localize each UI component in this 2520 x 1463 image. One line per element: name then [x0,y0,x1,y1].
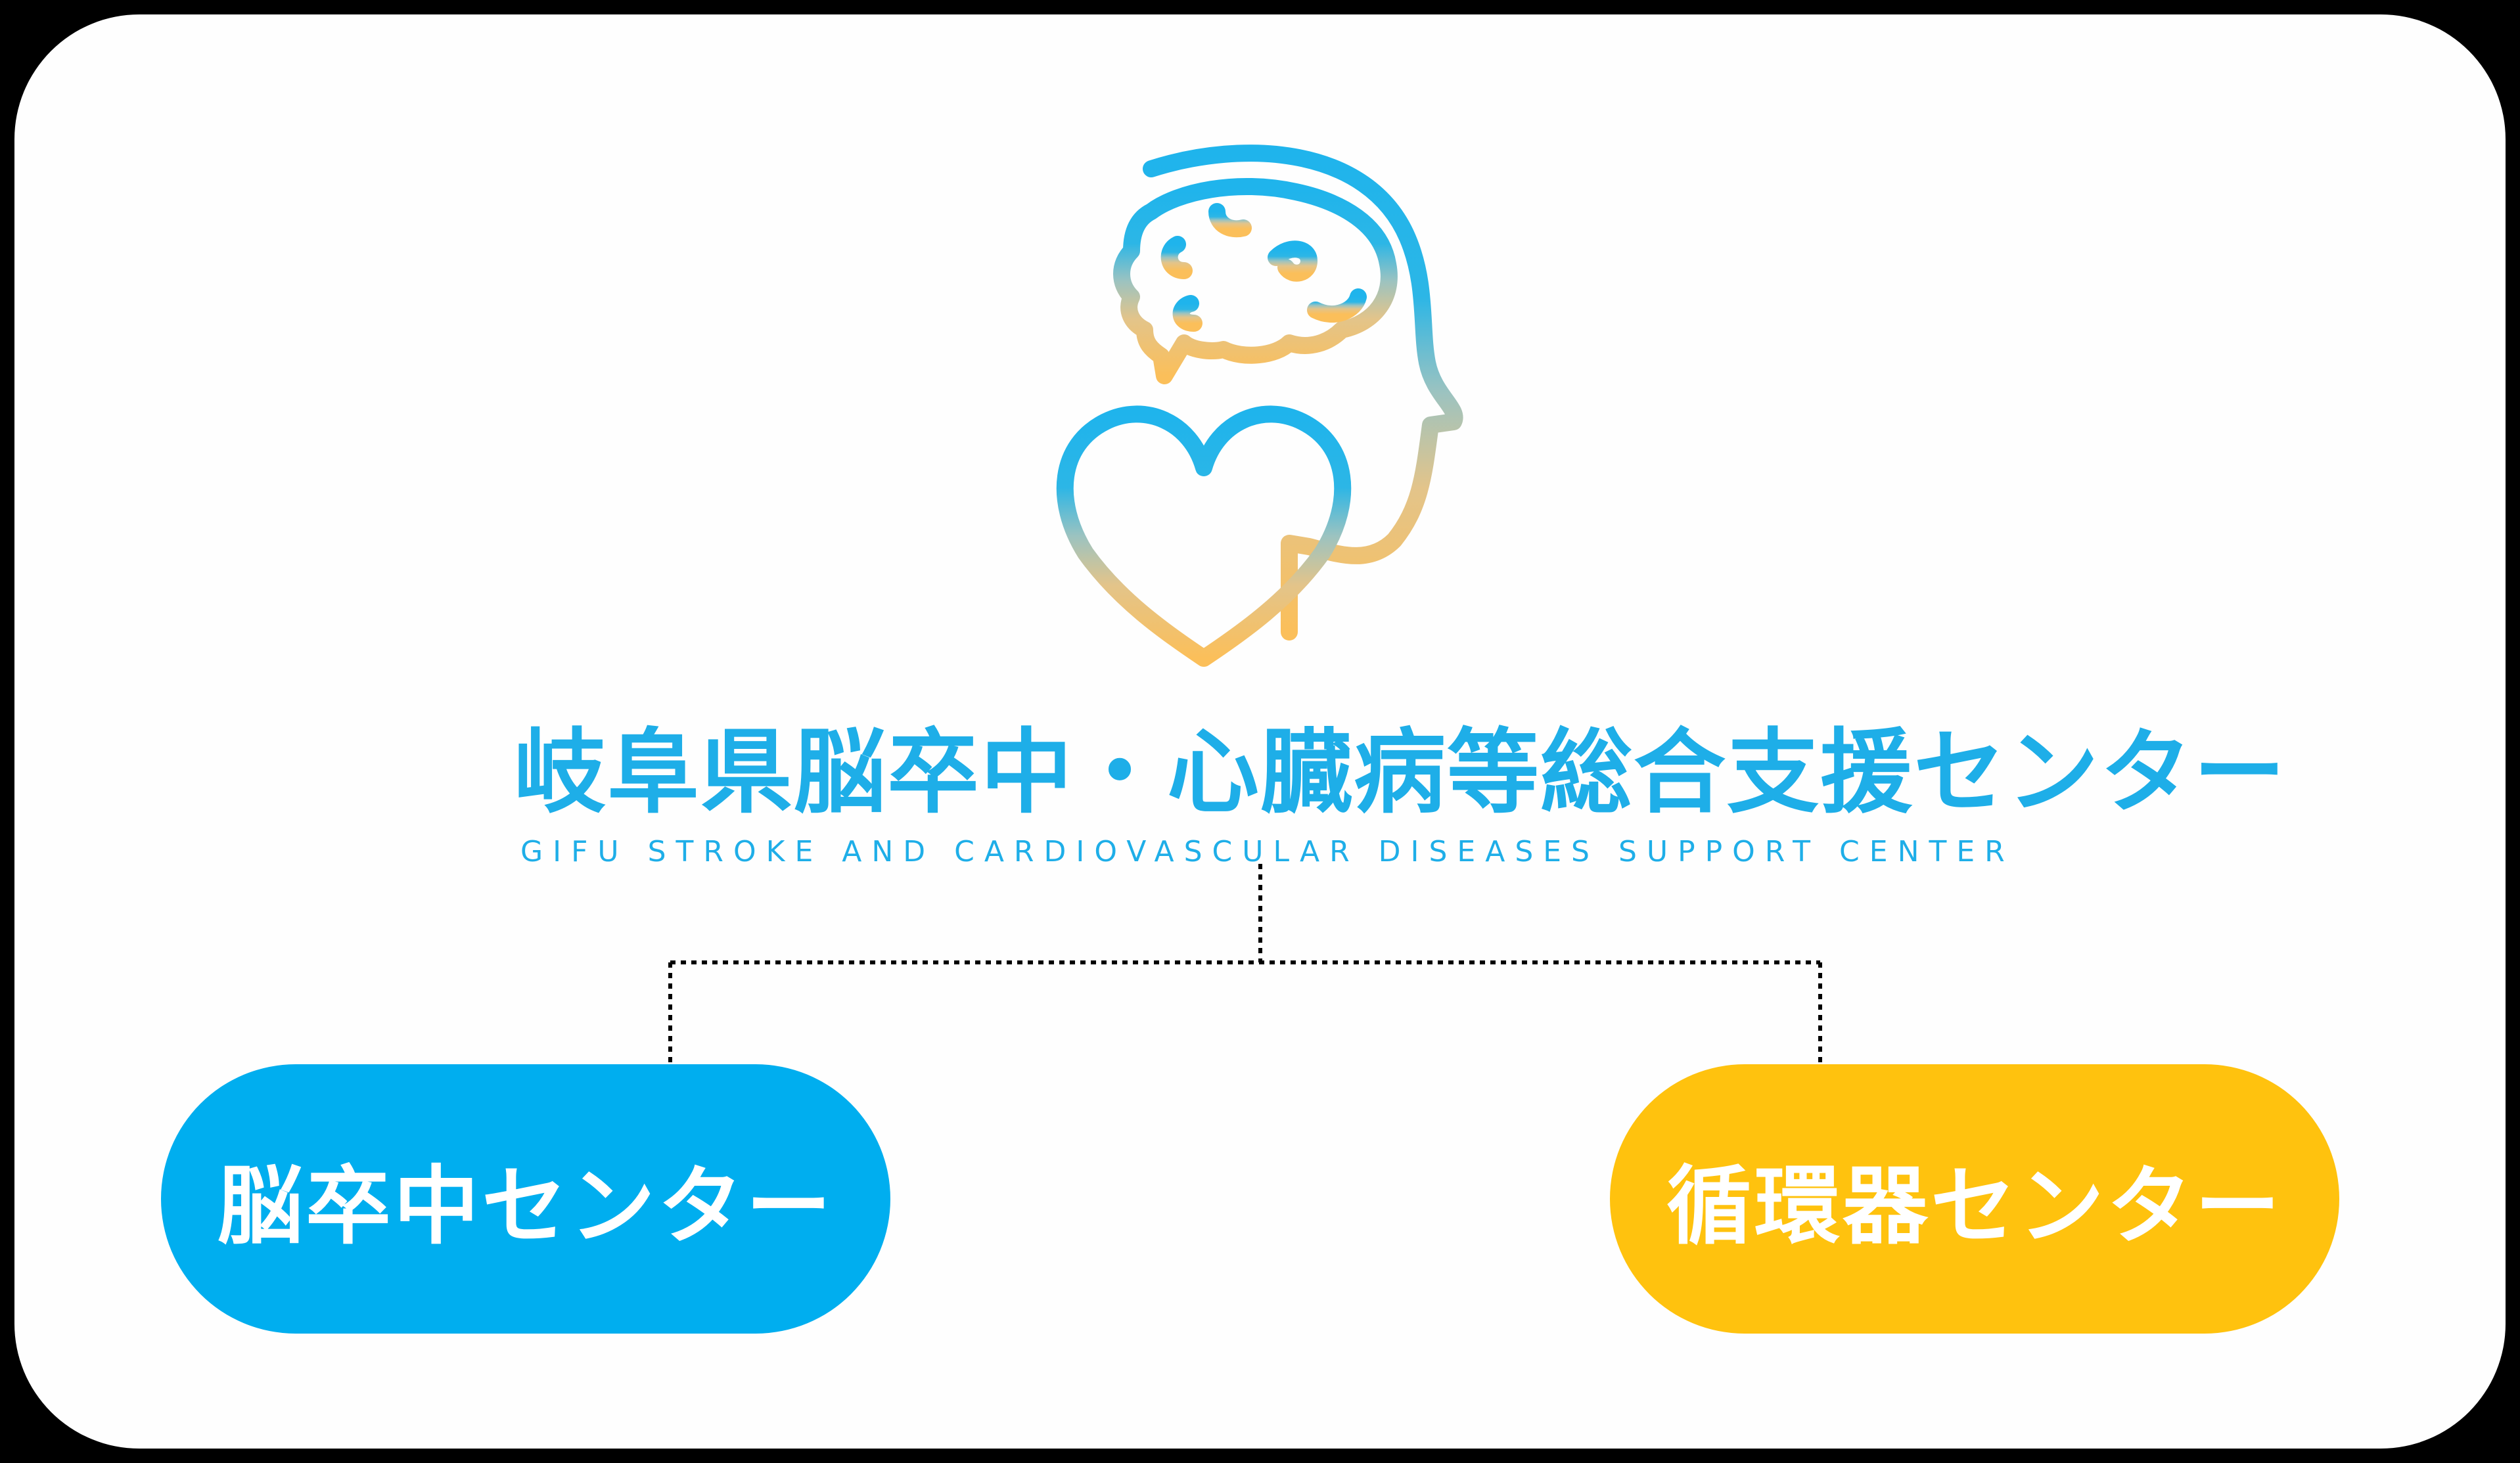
cardiovascular-center-node: 循環器センター [1610,1064,2339,1334]
organization-title-jp: 岐阜県脳卒中・心臓病等総合支援センター [514,719,2287,826]
stroke-center-label: 脳卒中センター [217,1156,834,1256]
stroke-center-node: 脳卒中センター [161,1064,890,1334]
head-brain-heart-icon [1056,145,1463,667]
organization-title-en: GIFU STROKE AND CARDIOVASCULAR DISEASES … [520,835,2015,868]
cardiovascular-center-label: 循環器センター [1666,1156,2283,1256]
